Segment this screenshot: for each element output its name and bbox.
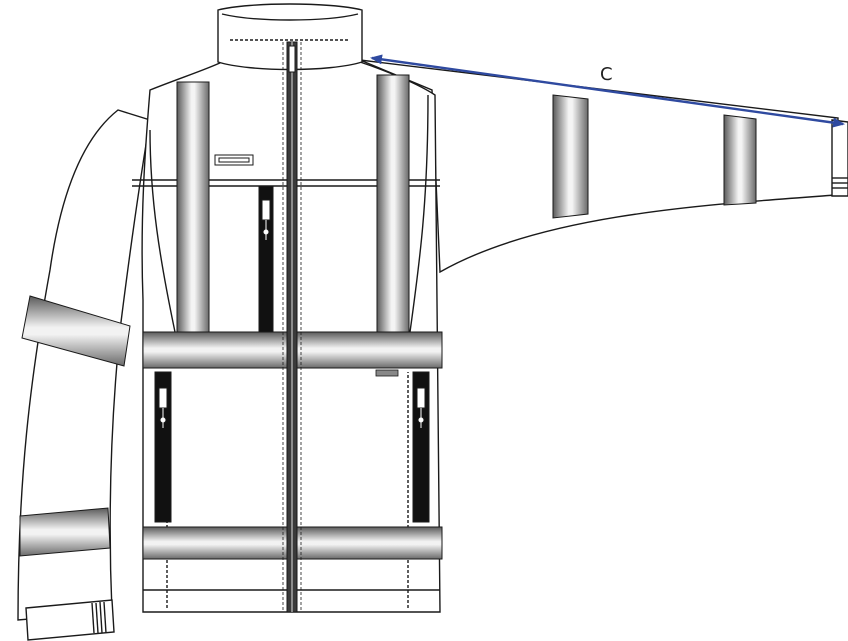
hem-label-tab [375,369,399,377]
left-sleeve [17,109,151,641]
chest-label-patch [214,154,254,166]
left-sleeve-reflective-bands [19,295,131,557]
lower-left-zip-pocket [154,371,172,523]
sleeve-length-measurement: C [370,54,845,128]
chest-zip-pocket [258,185,274,333]
collar [217,3,363,71]
measurement-label-c: C [600,64,613,85]
lower-right-zip-pocket [412,371,430,523]
center-front-zipper [282,41,302,613]
measurement-arrow [370,54,845,128]
